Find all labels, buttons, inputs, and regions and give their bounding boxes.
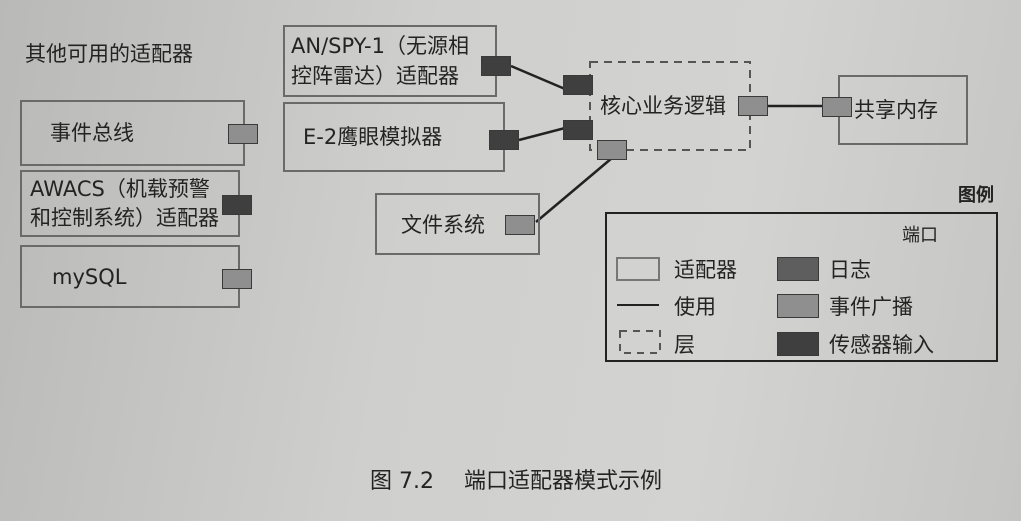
- mysql-box: mySQL: [20, 245, 240, 308]
- legend-log-label: 日志: [829, 258, 871, 282]
- anspy-label-2: 控阵雷达）适配器: [291, 64, 459, 88]
- filesystem-label: 文件系统: [401, 213, 485, 237]
- connector-anspy-core: [510, 64, 566, 91]
- legend-port-header: 端口: [902, 225, 938, 246]
- legend-title: 图例: [958, 185, 994, 206]
- connector-e2-core: [518, 126, 566, 142]
- core-logic-label: 核心业务逻辑: [600, 94, 726, 118]
- legend-event-swatch: [777, 294, 819, 318]
- legend-box: 端口 适配器 使用 层 日志 事件广播 传感器输入: [605, 212, 998, 362]
- connector-filesystem-core: [535, 157, 613, 223]
- legend-log-swatch: [777, 257, 819, 281]
- anspy-adapter-box: AN/SPY-1（无源相 控阵雷达）适配器: [283, 25, 497, 97]
- other-adapters-label: 其他可用的适配器: [25, 42, 193, 66]
- event-bus-port: [228, 124, 258, 144]
- core-event-port: [597, 140, 627, 160]
- legend-uses-label: 使用: [674, 295, 716, 319]
- filesystem-port: [505, 215, 535, 235]
- anspy-label-1: AN/SPY-1（无源相: [291, 34, 469, 58]
- awacs-label-1: AWACS（机载预警: [30, 177, 210, 201]
- filesystem-box: 文件系统: [375, 193, 540, 255]
- anspy-sensor-port: [481, 56, 511, 76]
- legend-event-label: 事件广播: [829, 295, 913, 319]
- legend-sensor-swatch: [777, 332, 819, 356]
- shared-memory-box: 共享内存: [838, 75, 968, 145]
- e2-label: E-2鹰眼模拟器: [303, 125, 443, 149]
- core-sensor-port-1: [563, 75, 593, 95]
- figure-caption: 图 7.2 端口适配器模式示例: [370, 463, 662, 495]
- legend-adapter-label: 适配器: [674, 258, 737, 282]
- awacs-label-2: 和控制系统）适配器: [30, 206, 219, 230]
- shared-memory-port: [822, 97, 852, 117]
- event-bus-label: 事件总线: [50, 121, 134, 145]
- event-bus-box: 事件总线: [20, 100, 245, 166]
- legend-sensor-label: 传感器输入: [829, 333, 934, 357]
- legend-layer-label: 层: [674, 333, 695, 357]
- legend-adapter-swatch: [616, 257, 660, 281]
- mysql-label: mySQL: [52, 265, 127, 289]
- caption-title: 端口适配器模式示例: [463, 469, 662, 494]
- core-sensor-port-2: [563, 120, 593, 140]
- awacs-sensor-port: [222, 195, 252, 215]
- caption-number: 图 7.2: [370, 469, 434, 494]
- shared-memory-label: 共享内存: [854, 98, 938, 122]
- e2-sensor-port: [489, 130, 519, 150]
- mysql-port: [222, 269, 252, 289]
- e2-simulator-box: E-2鹰眼模拟器: [283, 102, 505, 172]
- awacs-adapter-box: AWACS（机载预警 和控制系统）适配器: [20, 170, 240, 237]
- core-memory-port: [738, 96, 768, 116]
- legend-layer-swatch: [619, 330, 661, 354]
